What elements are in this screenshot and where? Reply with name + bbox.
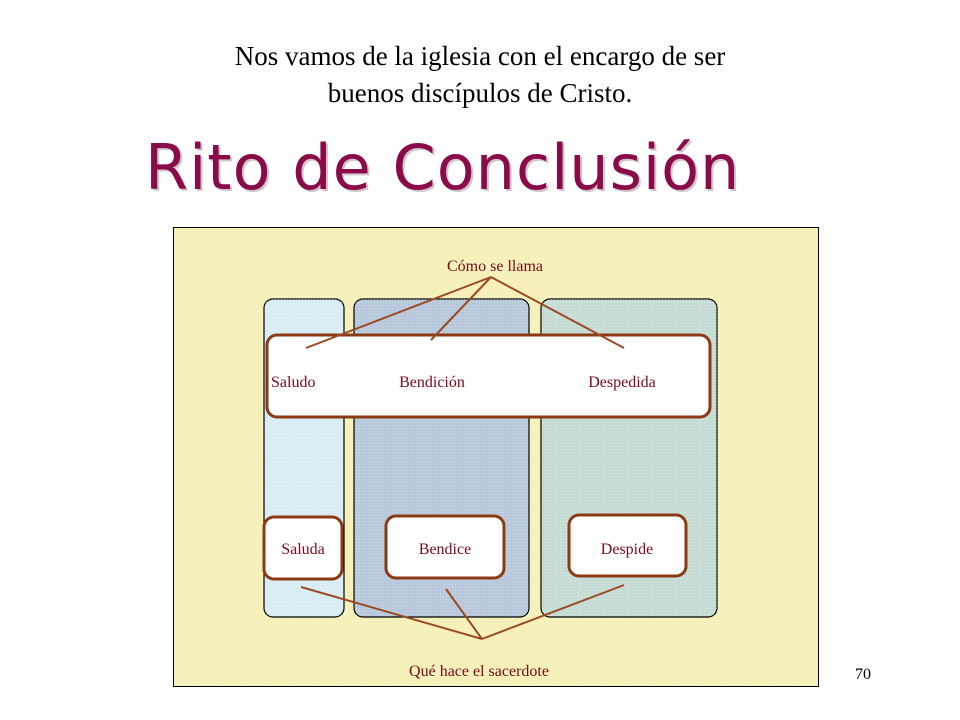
connector-top-saludo — [305, 276, 492, 349]
subtitle-line-2: buenos discípulos de Cristo. — [327, 78, 633, 108]
action-box-bendice — [384, 514, 506, 580]
rito-diagram: Cómo se llama Saludo Bendición Despedida… — [173, 227, 819, 687]
action-label-bendice: Bendice — [419, 541, 471, 558]
page-number: 70 — [855, 666, 871, 683]
bottom-label: Qué hace el sacerdote — [409, 663, 549, 680]
slide-title: Rito de Conclusión — [145, 131, 741, 204]
connector-top-bendicion — [430, 276, 492, 341]
action-label-saluda: Saluda — [281, 541, 325, 558]
connector-bottom-bendice — [445, 588, 483, 640]
subtitle-line-1: Nos vamos de la iglesia con el encargo d… — [234, 41, 726, 71]
top-label: Cómo se llama — [447, 258, 543, 275]
name-label-saludo: Saludo — [271, 374, 315, 391]
action-box-despide — [567, 513, 688, 578]
slide-subtitle: Nos vamos de la iglesia con el encargo d… — [130, 38, 830, 112]
connector-top-despedida — [490, 276, 625, 349]
connector-bottom-saluda — [300, 586, 483, 640]
names-band — [265, 333, 712, 419]
connector-bottom-despide — [481, 584, 625, 640]
name-label-bendicion: Bendición — [399, 374, 465, 391]
action-box-saluda — [262, 515, 344, 581]
action-label-despide: Despide — [601, 541, 653, 558]
name-label-despedida: Despedida — [588, 374, 656, 391]
